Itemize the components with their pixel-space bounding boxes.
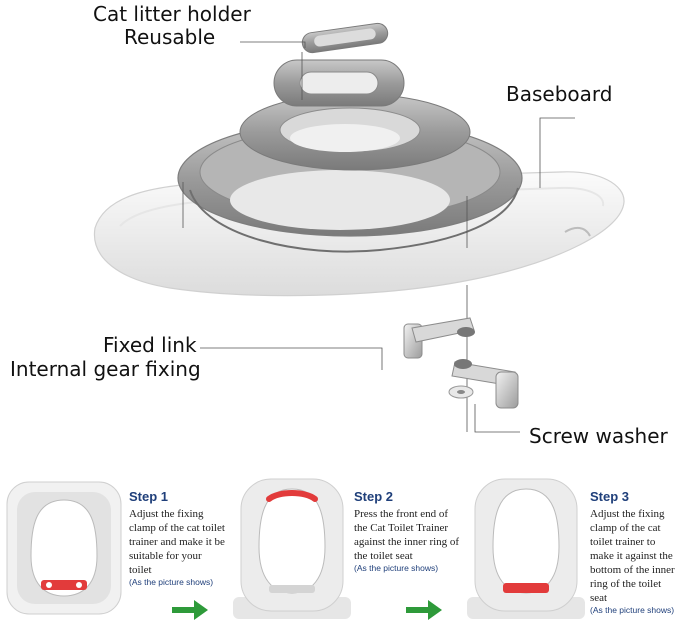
top-plate	[301, 22, 389, 54]
red-clamp	[503, 583, 549, 593]
litter-holder-ring	[239, 93, 471, 171]
step2-image	[233, 478, 351, 619]
step2-note: (As the picture shows)	[354, 563, 439, 573]
right-arrow-icon	[172, 600, 208, 620]
label-screw-washer: Screw washer	[529, 424, 668, 448]
internal-gear-part	[451, 359, 519, 409]
right-arrow-icon	[406, 600, 442, 620]
guide-lines	[182, 41, 575, 433]
step1-text-block: Step 1 Adjust the fixing clamp of the ca…	[129, 489, 227, 588]
step1-description: Adjust the fixing clamp of the cat toile…	[129, 508, 225, 576]
step2-title: Step 2	[354, 489, 394, 504]
step3-image	[467, 478, 585, 619]
label-reusable: Reusable	[124, 25, 216, 49]
fixed-link-part	[403, 317, 475, 359]
step1-title: Step 1	[129, 489, 169, 504]
label-internal-gear-fixing: Internal gear fixing	[10, 357, 201, 381]
red-clamp	[41, 580, 87, 590]
step3-note: (As the picture shows)	[590, 605, 675, 615]
label-fixed-link: Fixed link	[103, 333, 197, 357]
exploded-diagram	[93, 22, 625, 433]
red-clamp	[266, 490, 318, 502]
small-frame	[273, 59, 405, 107]
step2-text-block: Step 2 Press the front end of the Cat To…	[354, 489, 460, 574]
step1-image	[6, 481, 122, 615]
label-cat-litter-holder: Cat litter holder	[93, 2, 251, 26]
step3-text-block: Step 3 Adjust the fixing clamp of the ca…	[590, 489, 676, 616]
step3-description: Adjust the fixing clamp of the cat toile…	[590, 508, 675, 604]
step1-note: (As the picture shows)	[129, 577, 214, 587]
step3-title: Step 3	[590, 489, 630, 504]
label-baseboard: Baseboard	[506, 82, 613, 106]
screw-washer-part	[448, 385, 474, 399]
step2-description: Press the front end of the Cat Toilet Tr…	[354, 508, 460, 562]
